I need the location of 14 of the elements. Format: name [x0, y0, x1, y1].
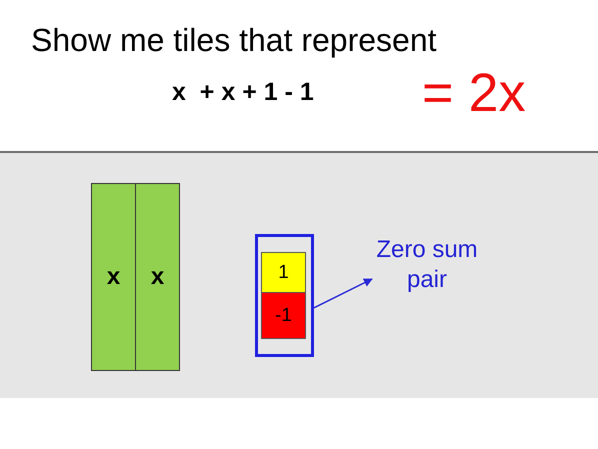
arrow	[314, 278, 373, 308]
tile-label: 1	[278, 260, 289, 284]
tile-label: x	[106, 262, 120, 292]
negative-unit-tile	[261, 292, 306, 339]
x-tile	[135, 183, 180, 371]
title: Show me tiles that represent	[31, 22, 437, 59]
tile-label: -1	[275, 304, 292, 328]
x-tile	[91, 183, 136, 371]
result-text: = 2x	[422, 62, 526, 124]
expression: x + x + 1 - 1	[172, 78, 314, 107]
callout-text: Zero sum pair	[375, 235, 479, 295]
tile-label: x	[150, 262, 164, 292]
pair-outline	[255, 234, 314, 357]
positive-unit-tile	[261, 252, 306, 293]
